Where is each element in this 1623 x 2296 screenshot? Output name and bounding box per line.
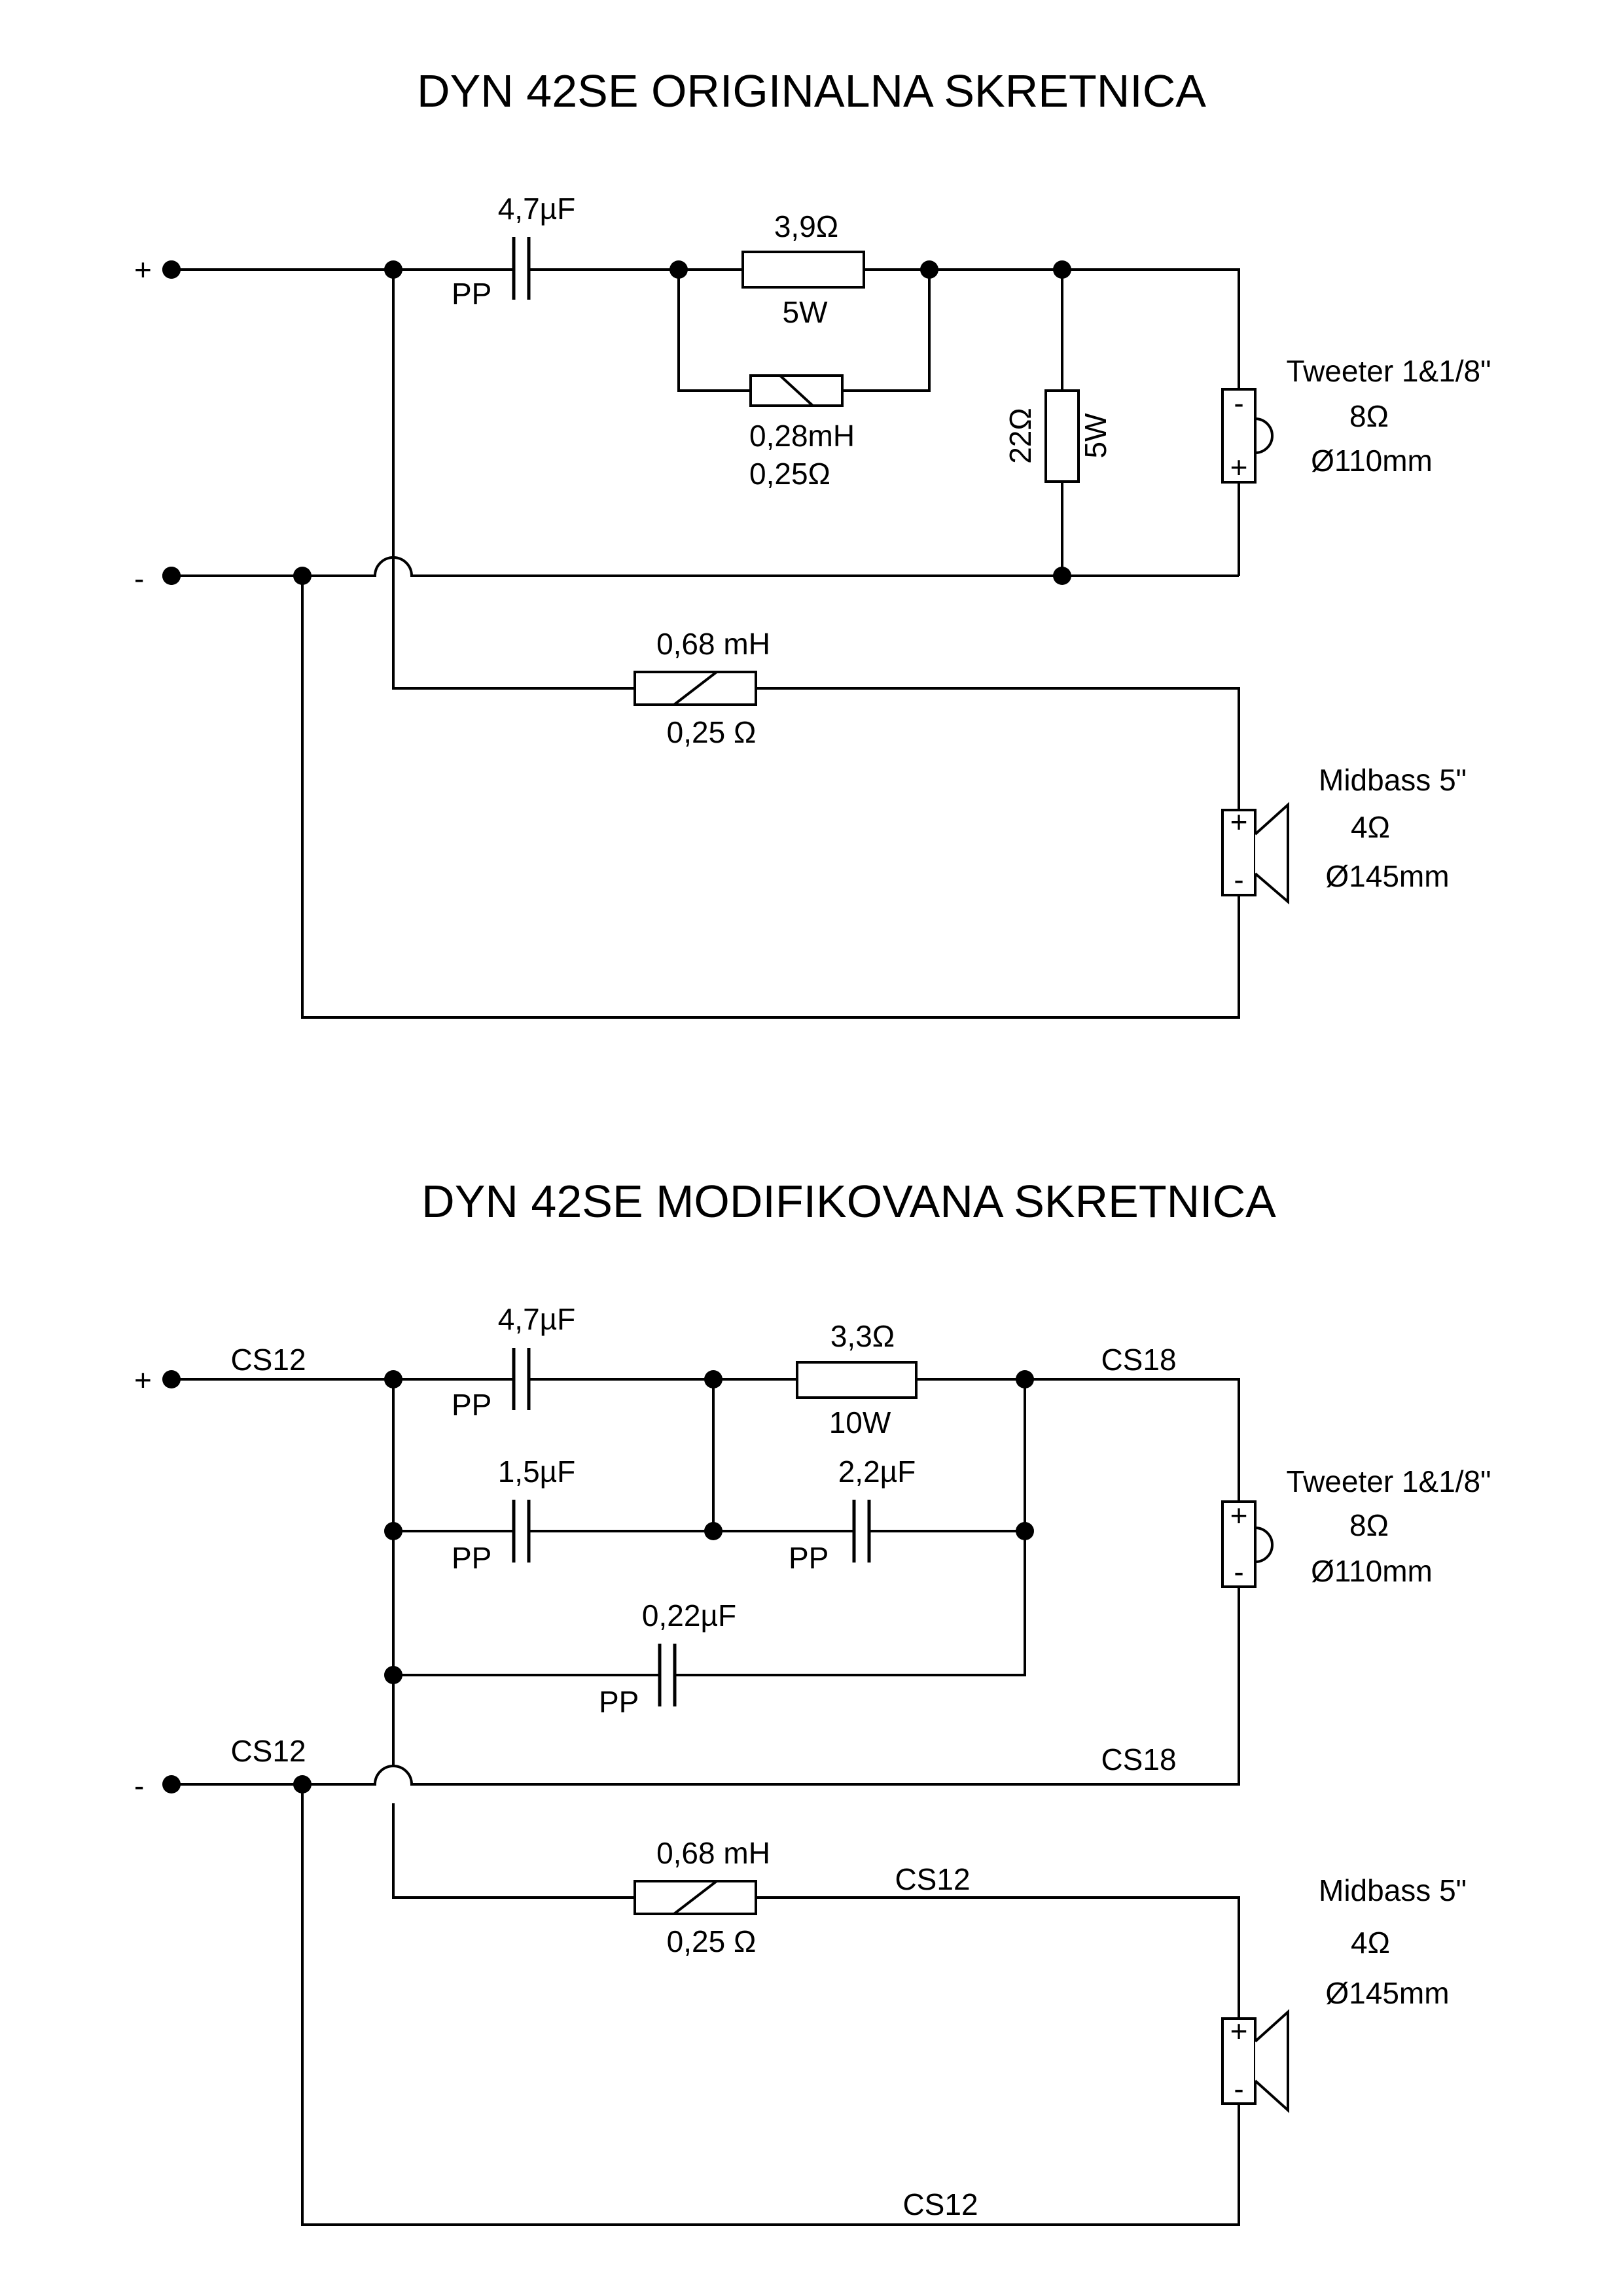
original-midbass-pin-bottom: -	[1234, 862, 1243, 896]
original-tweeter-size: Ø110mm	[1311, 444, 1433, 478]
original-tweeter-icon	[1221, 388, 1274, 484]
modified-resistor-power: 10W	[829, 1405, 891, 1439]
original-inductor-resistance: 0,25Ω	[749, 457, 830, 491]
modified-capacitor-2u2	[844, 1500, 878, 1563]
modified-cable-midbass-plus: CS12	[895, 1862, 970, 1896]
original-resistor-power: 5W	[783, 295, 829, 329]
original-midbass-name: Midbass 5"	[1319, 763, 1467, 797]
original-plus-terminal-label: +	[134, 253, 152, 287]
modified-midbass-pin-top: +	[1230, 2014, 1248, 2048]
modified-cap3-type: PP	[789, 1541, 829, 1575]
original-resistor-3r9	[741, 251, 865, 289]
modified-cap4-type: PP	[599, 1685, 639, 1719]
modified-cap2-type: PP	[452, 1541, 491, 1575]
modified-cable-tweeter-minus: CS18	[1101, 1742, 1176, 1776]
original-wires	[171, 268, 1240, 1019]
original-title: DYN 42SE ORIGINALNA SKRETNICA	[417, 65, 1206, 116]
modified-resistor-3r3	[796, 1361, 918, 1399]
modified-cable-tweeter-plus: CS18	[1101, 1343, 1176, 1377]
modified-cap2-value: 1,5µF	[498, 1455, 576, 1489]
modified-cap1-value: 4,7µF	[498, 1302, 576, 1336]
modified-midbass-name: Midbass 5"	[1319, 1873, 1467, 1907]
original-shunt-power: 5W	[1079, 413, 1113, 459]
modified-cable-midbass-minus: CS12	[902, 2187, 978, 2221]
original-capacitor-4u7	[504, 237, 538, 300]
original-bass-inductor-0m68	[633, 671, 757, 706]
modified-cable-plus-in: CS12	[230, 1343, 306, 1377]
modified-minus-terminal-label: -	[134, 1769, 144, 1803]
original-shunt-resistor-22r	[1044, 389, 1080, 483]
original-circuit: DYN 42SE ORIGINALNA SKRETNICA + -	[134, 65, 1491, 1019]
modified-bass-inductor-0m68	[633, 1880, 757, 1915]
original-tweeter-name: Tweeter 1&1/8"	[1287, 354, 1491, 388]
original-midbass-size: Ø145mm	[1325, 859, 1449, 893]
terminal-dots	[162, 260, 181, 585]
modified-capacitor-1u5	[504, 1500, 538, 1563]
modified-tweeter-icon	[1221, 1500, 1274, 1588]
modified-cap4-value: 0,22µF	[642, 1598, 736, 1633]
modified-tweeter-pin-top: +	[1230, 1498, 1248, 1532]
original-tweeter-impedance: 8Ω	[1349, 399, 1389, 433]
modified-capacitor-4u7	[504, 1348, 538, 1410]
original-minus-terminal-label: -	[134, 561, 144, 595]
modified-resistor-value: 3,3Ω	[830, 1319, 895, 1353]
original-resistor-value: 3,9Ω	[774, 209, 838, 243]
original-midbass-icon	[1221, 802, 1289, 905]
original-midbass-impedance: 4Ω	[1351, 810, 1390, 844]
modified-bass-inductor-resistance: 0,25 Ω	[667, 1924, 757, 1958]
modified-midbass-size: Ø145mm	[1325, 1976, 1449, 2010]
modified-tweeter-name: Tweeter 1&1/8"	[1287, 1464, 1491, 1498]
original-inductor-value: 0,28mH	[749, 419, 855, 453]
original-midbass-pin-top: +	[1230, 805, 1248, 839]
modified-cap1-type: PP	[452, 1388, 491, 1422]
modified-capacitor-0u22	[650, 1644, 685, 1706]
original-tweeter-pin-bottom: +	[1230, 450, 1248, 484]
original-shunt-value: 22Ω	[1003, 408, 1037, 464]
original-tweeter-pin-top: -	[1234, 386, 1243, 420]
modified-cap3-value: 2,2µF	[838, 1455, 916, 1489]
modified-tweeter-pin-bottom: -	[1234, 1555, 1243, 1589]
modified-plus-terminal-label: +	[134, 1363, 152, 1397]
original-bass-inductor-value: 0,68 mH	[656, 627, 770, 661]
modified-junctions	[162, 1370, 1034, 1793]
modified-circuit: DYN 42SE MODIFIKOVANA SKRETNICA + -	[134, 1176, 1491, 2226]
modified-midbass-pin-bottom: -	[1234, 2072, 1243, 2106]
modified-tweeter-impedance: 8Ω	[1349, 1508, 1389, 1542]
original-cap-type: PP	[452, 277, 491, 311]
original-junctions	[162, 260, 1071, 585]
original-bass-inductor-resistance: 0,25 Ω	[667, 715, 757, 749]
modified-cable-minus-in: CS12	[230, 1734, 306, 1768]
modified-bass-inductor-value: 0,68 mH	[656, 1836, 770, 1870]
modified-midbass-impedance: 4Ω	[1351, 1926, 1390, 1960]
modified-midbass-icon	[1221, 2009, 1289, 2113]
original-inductor-0m28	[749, 374, 844, 407]
modified-title: DYN 42SE MODIFIKOVANA SKRETNICA	[421, 1176, 1276, 1227]
modified-tweeter-size: Ø110mm	[1311, 1554, 1433, 1588]
modified-wires	[171, 1378, 1240, 2226]
original-cap-value: 4,7µF	[498, 192, 576, 226]
